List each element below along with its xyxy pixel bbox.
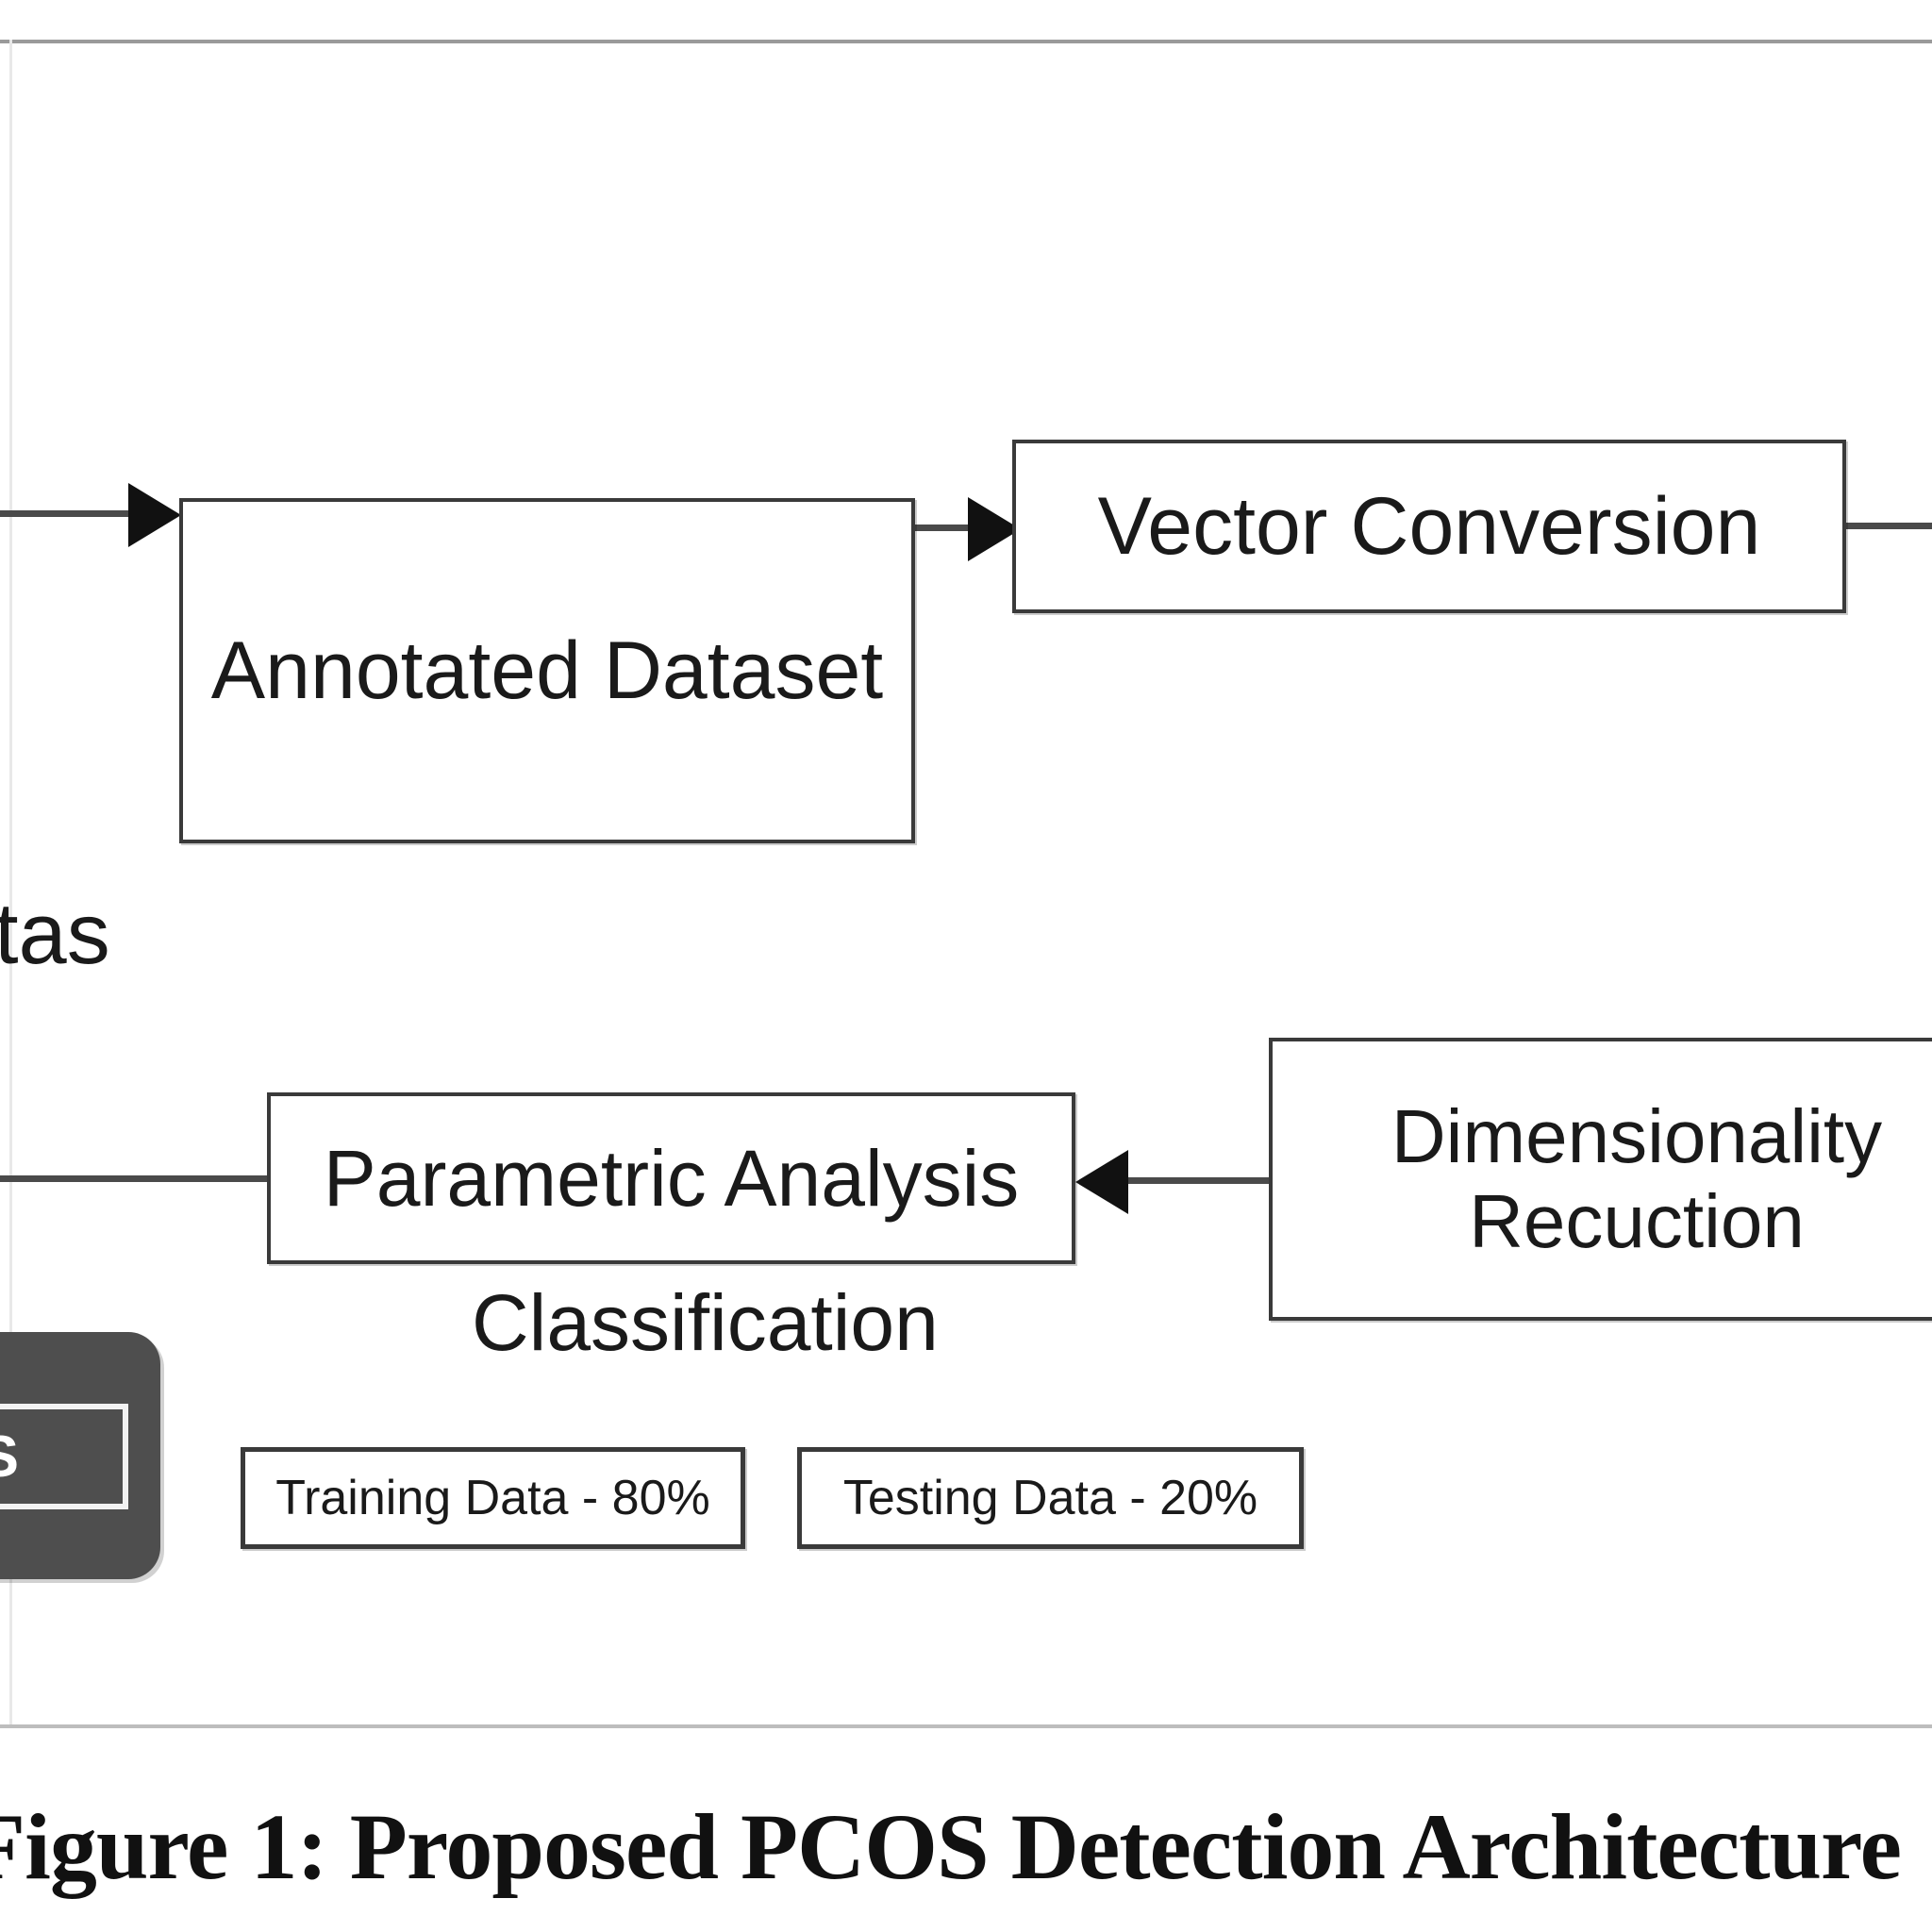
cropped-dark-chip-inner-box — [0, 1404, 128, 1509]
node-training-data[interactable]: Training Data - 80% — [241, 1447, 745, 1549]
node-testing-data[interactable]: Testing Data - 20% — [797, 1447, 1304, 1549]
figure-left-rule — [9, 40, 12, 1728]
node-vector-conversion[interactable]: Vector Conversion — [1012, 440, 1846, 613]
edge-inbound-to-annotated-dataset — [0, 510, 142, 517]
cropped-dark-chip-label: ES — [0, 1407, 128, 1506]
figure-top-rule — [0, 40, 1932, 43]
node-training-data-label: Training Data - 80% — [275, 1470, 710, 1525]
arrow-right-icon — [128, 483, 181, 547]
node-dimensionality-reduction[interactable]: Dimensionality Recuction — [1269, 1038, 1932, 1321]
edge-annotated-dataset-to-vector-conversion — [913, 525, 989, 531]
classification-label: Classification — [472, 1278, 939, 1367]
edge-inbound-to-parametric-analysis — [0, 1175, 271, 1182]
node-parametric-analysis[interactable]: Parametric Analysis — [267, 1092, 1075, 1264]
node-dimensionality-reduction-label: Dimensionality Recuction — [1391, 1094, 1883, 1263]
edge-dimensionality-reduction-to-parametric-analysis — [1124, 1177, 1272, 1184]
node-annotated-dataset-label: Annotated Dataset — [210, 625, 884, 716]
edge-vector-conversion-outbound — [1844, 523, 1932, 529]
node-vector-conversion-label: Vector Conversion — [1097, 480, 1761, 572]
node-annotated-dataset[interactable]: Annotated Dataset — [179, 498, 915, 843]
cropped-left-word: tas — [0, 886, 110, 982]
figure-caption: Figure 1: Proposed PCOS Detection Archit… — [0, 1794, 1902, 1899]
node-parametric-analysis-label: Parametric Analysis — [323, 1133, 1020, 1223]
cropped-dark-chip[interactable] — [0, 1332, 160, 1579]
arrow-right-icon — [968, 497, 1021, 561]
figure-bottom-rule — [0, 1724, 1932, 1728]
node-testing-data-label: Testing Data - 20% — [842, 1470, 1258, 1525]
arrow-left-icon — [1075, 1150, 1128, 1214]
